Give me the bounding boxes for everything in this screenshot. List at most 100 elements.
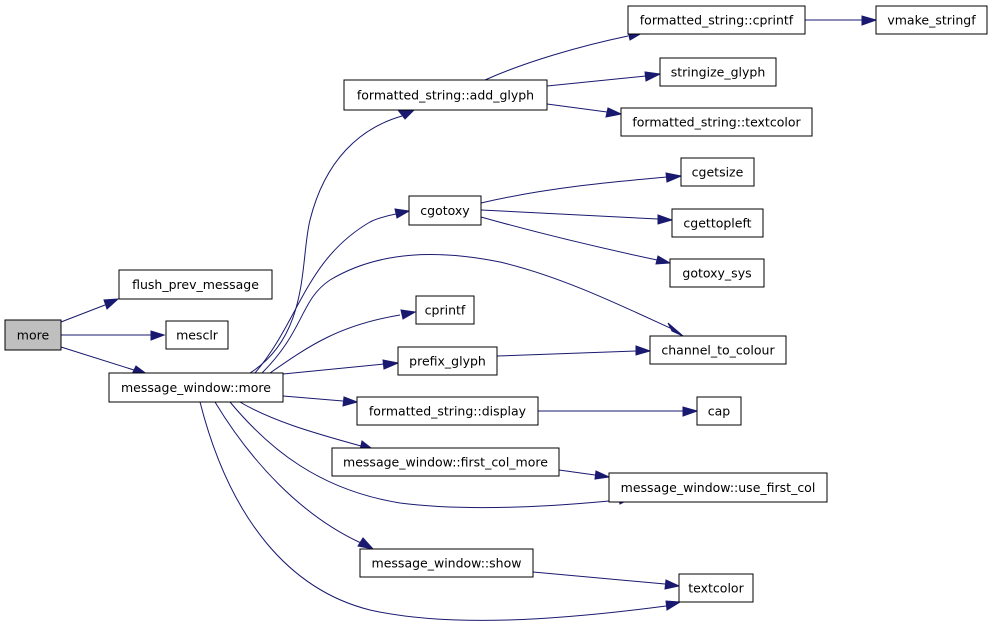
edge-line [199,401,667,621]
node-cgetsize[interactable]: cgetsize [680,157,755,187]
node-box [359,548,534,578]
arrowhead-icon [400,309,417,320]
edge-prefix-glyph-to-channel-to-colour [496,345,652,357]
node-message-window-show[interactable]: message_window::show [359,548,534,578]
node-box [118,269,273,300]
node-box [408,195,482,226]
edge-line [484,35,629,81]
node-gotoxy-sys[interactable]: gotoxy_sys [669,258,765,288]
arrowhead-icon [357,537,375,550]
edge-message-window-first-col-more-to-message-window-use-first-col [558,469,611,480]
node-label: mesclr [176,328,219,343]
node-box [356,396,539,426]
node-textcolor[interactable]: textcolor [678,573,754,603]
node-formatted-string-display[interactable]: formatted_string::display [356,396,539,426]
arrowhead-icon [665,600,682,611]
node-label: gotoxy_sys [682,266,751,281]
node-label: more [17,328,50,343]
arrowhead-icon [382,359,400,370]
edge-message-window-more-to-textcolor [199,401,682,621]
arrowhead-icon [605,107,623,118]
arrowhead-icon [594,470,611,480]
node-message-window-more[interactable]: message_window::more [108,372,284,403]
node-label: cgotoxy [420,203,470,218]
node-box [165,320,229,350]
node-message-window-use-first-col[interactable]: message_window::use_first_col [608,472,828,503]
edge-line [546,103,608,113]
node-label: formatted_string::textcolor [632,115,801,130]
edge-line [546,75,647,87]
edge-formatted-string-display-to-cap [538,406,699,417]
node-box [620,107,813,137]
node-box [343,79,548,111]
edge-more-to-mesclr [61,330,166,341]
edge-message-window-show-to-textcolor [532,571,681,590]
edge-line [229,401,620,509]
node-formatted-string-textcolor[interactable]: formatted_string::textcolor [620,107,813,137]
edge-message-window-more-to-cgotoxy [254,208,411,374]
node-formatted-string-add-glyph[interactable]: formatted_string::add_glyph [343,79,548,111]
edge-layer [60,15,878,621]
edge-message-window-more-to-message-window-show [214,401,375,550]
arrowhead-icon [667,322,684,337]
node-stringize-glyph[interactable]: stringize_glyph [659,57,777,87]
node-box [331,447,560,477]
node-cprintf[interactable]: cprintf [415,295,475,325]
edge-line [558,469,596,476]
arrowhead-icon [396,109,416,120]
node-label: cap [708,404,731,419]
edge-line [480,176,668,204]
node-vmake-stringf[interactable]: vmake_stringf [875,5,988,35]
node-channel-to-colour[interactable]: channel_to_colour [649,335,787,365]
node-label: formatted_string::cprintf [640,13,794,28]
node-label: message_window::use_first_col [621,480,816,495]
edge-line [496,350,637,357]
edge-message-window-more-to-cprintf [269,309,417,374]
node-mesclr[interactable]: mesclr [165,320,229,350]
node-label: stringize_glyph [671,65,766,80]
arrowhead-icon [657,214,674,225]
node-cgotoxy[interactable]: cgotoxy [408,195,482,226]
node-label: message_window::show [372,556,522,571]
node-flush-prev-message[interactable]: flush_prev_message [118,269,273,300]
arrowhead-icon [665,172,683,183]
edge-more-to-message-window-more [60,346,150,376]
node-cgettopleft[interactable]: cgettopleft [671,208,764,238]
node-prefix-glyph[interactable]: prefix_glyph [397,346,498,376]
edge-message-window-more-to-message-window-first-col-more [239,401,377,452]
arrowhead-icon [342,396,359,407]
node-box [680,157,755,187]
edge-formatted-string-cprintf-to-vmake-stringf [805,15,878,26]
arrowhead-icon [655,255,672,265]
node-box [875,5,988,35]
node-formatted-string-cprintf[interactable]: formatted_string::cprintf [627,5,806,35]
node-message-window-first-col-more[interactable]: message_window::first_col_more [331,447,560,477]
edge-line [480,209,659,220]
node-label: message_window::first_col_more [343,455,548,470]
node-box [627,5,806,35]
edge-message-window-more-to-formatted-string-display [282,395,359,407]
edge-formatted-string-add-glyph-to-formatted-string-cprintf [484,31,644,81]
edge-line [269,314,401,374]
arrowhead-icon [861,15,878,26]
node-label: cgettopleft [683,216,751,231]
edge-line [282,395,344,402]
node-box [608,472,828,503]
node-box [678,573,754,603]
node-label: flush_prev_message [132,277,259,292]
node-label: cgetsize [692,165,744,180]
edge-line [261,254,671,374]
node-cap[interactable]: cap [696,396,742,426]
node-box [397,346,498,376]
node-label: vmake_stringf [887,13,976,28]
node-box [4,319,62,351]
edge-cgotoxy-to-gotoxy-sys [480,216,672,265]
node-label: prefix_glyph [409,354,486,369]
node-more[interactable]: more [4,319,62,351]
edge-line [60,304,106,323]
edge-line [214,401,362,544]
edge-message-window-more-to-channel-to-colour [261,254,684,374]
node-box [696,396,742,426]
edge-cgotoxy-to-cgetsize [480,172,683,204]
edge-line [480,216,658,261]
